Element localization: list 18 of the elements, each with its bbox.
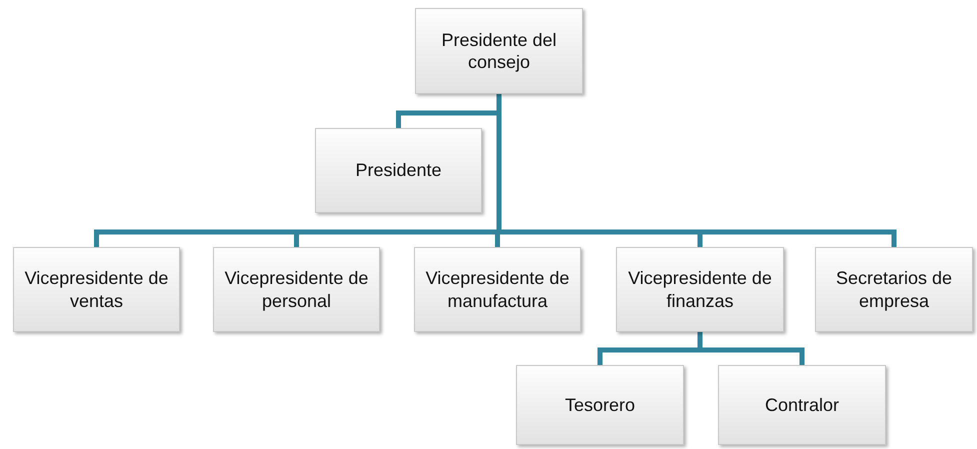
org-box: [414, 247, 581, 332]
role-title: Presidente: [355, 159, 442, 182]
role-title: Vicepresidente de ventas: [24, 267, 170, 312]
org-box: [315, 128, 482, 213]
org-box: [213, 247, 380, 332]
role-title: Vicepresidente de personal: [224, 267, 370, 312]
org-box: [616, 247, 784, 332]
role-title: Vicepresidente de manufactura: [424, 267, 570, 312]
org-box: [815, 247, 973, 332]
role-title: Contralor: [764, 394, 840, 416]
org-box: [516, 365, 684, 445]
role-title: Vicepresidente de finanzas: [627, 267, 773, 312]
org-box: [415, 8, 583, 94]
role-title: Secretarios de empresa: [834, 267, 954, 312]
role-title: Tesorero: [564, 394, 636, 416]
org-box: [718, 365, 886, 445]
role-title: Presidente del consejo: [440, 28, 558, 74]
org-box: [13, 247, 180, 332]
